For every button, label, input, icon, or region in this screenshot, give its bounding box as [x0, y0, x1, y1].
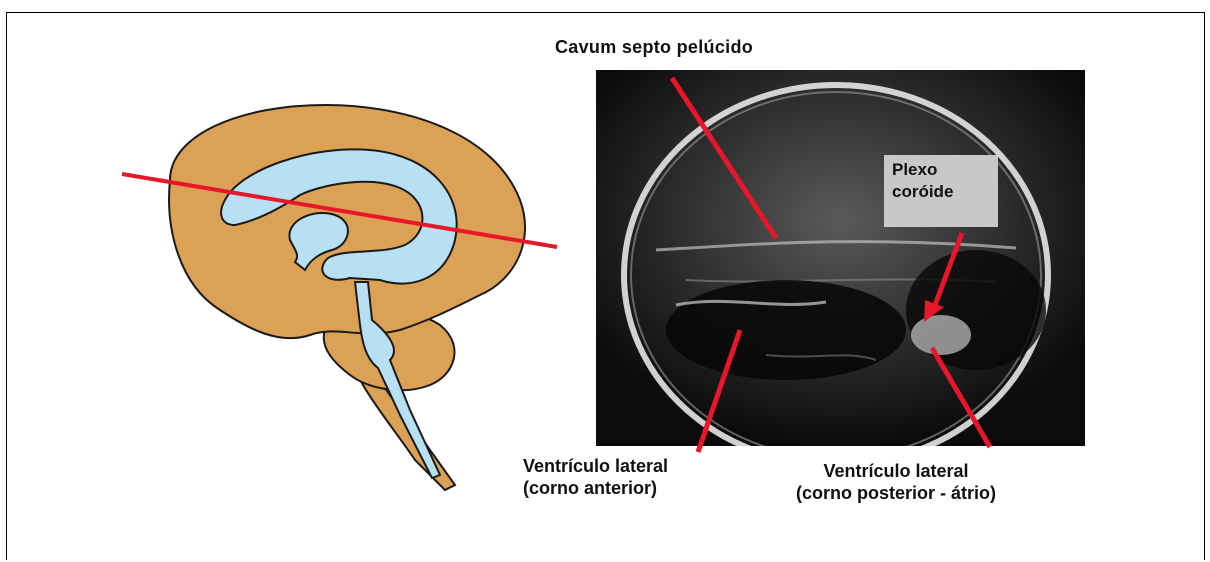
label-cavum-septo-pelucido: Cavum septo pelúcido: [555, 36, 753, 58]
label-posterior-line1: Ventrículo lateral: [796, 460, 996, 482]
brain-sagittal-illustration: [110, 90, 580, 500]
label-ventriculo-posterior: Ventrículo lateral (corno posterior - át…: [796, 460, 996, 504]
label-plexo-coroide: Plexo coróide: [884, 155, 998, 227]
label-ventriculo-anterior: Ventrículo lateral (corno anterior): [523, 455, 668, 499]
label-anterior-line2: (corno anterior): [523, 477, 668, 499]
label-anterior-line1: Ventrículo lateral: [523, 455, 668, 477]
choroid-plexus: [911, 315, 971, 355]
ultrasound-image: [596, 70, 1085, 446]
label-posterior-line2: (corno posterior - átrio): [796, 482, 996, 504]
label-plexo-line1: Plexo: [892, 159, 990, 181]
cerebrum: [169, 105, 525, 338]
label-plexo-line2: coróide: [892, 181, 990, 203]
